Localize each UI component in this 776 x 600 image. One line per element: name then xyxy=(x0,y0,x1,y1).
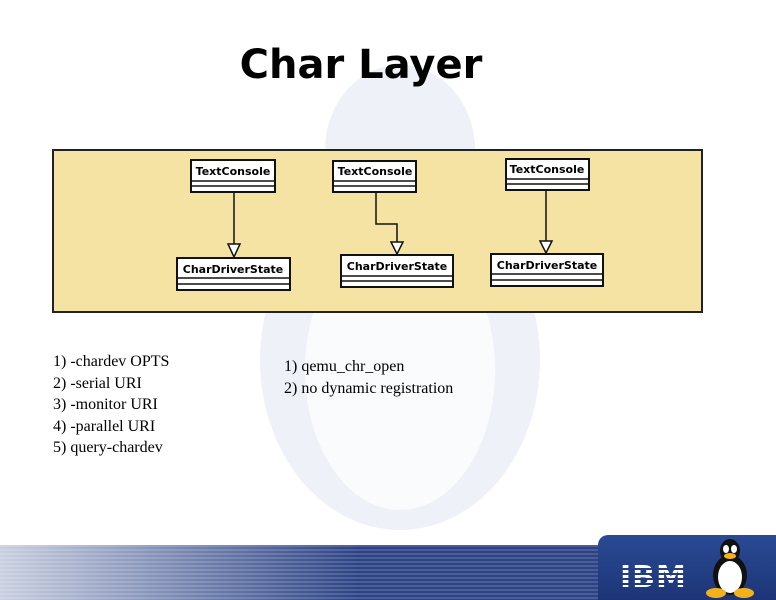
class-name: CharDriverState xyxy=(347,260,447,273)
class-name: TextConsole xyxy=(196,165,271,178)
list-item: 2) -serial URI xyxy=(53,374,142,392)
list-item: 1) -chardev OPTS xyxy=(53,353,170,370)
notes-list: 1) qemu_chr_open 2) no dynamic registrat… xyxy=(284,356,453,399)
tux-penguin-icon xyxy=(706,539,754,598)
list-item: 1) qemu_chr_open xyxy=(284,358,405,375)
list-item: 5) query-chardev xyxy=(53,439,163,456)
list-item: 3) -monitor URI xyxy=(53,396,158,413)
class-name: CharDriverState xyxy=(183,263,283,276)
uml-class-chardriverstate-2: CharDriverState xyxy=(340,254,454,288)
uml-class-textconsole-1: TextConsole xyxy=(190,159,276,193)
footer-fade xyxy=(0,545,600,600)
option-list: 1) -chardev OPTS 2) -serial URI 3) -moni… xyxy=(53,351,169,459)
ibm-logo: IBM xyxy=(620,560,687,595)
uml-class-textconsole-3: TextConsole xyxy=(505,158,590,191)
list-item: 4) -parallel URI xyxy=(53,417,156,435)
class-name: CharDriverState xyxy=(497,259,597,272)
list-item: 2) no dynamic registration xyxy=(284,379,454,397)
uml-class-textconsole-2: TextConsole xyxy=(332,160,417,193)
uml-class-chardriverstate-1: CharDriverState xyxy=(176,257,291,291)
uml-diagram: TextConsole CharDriverState TextConsole … xyxy=(52,149,703,313)
inheritance-arrow-3 xyxy=(538,190,554,255)
class-name: TextConsole xyxy=(510,163,585,176)
class-name: TextConsole xyxy=(338,165,413,178)
inheritance-arrow-1 xyxy=(226,192,242,259)
slide-title: Char Layer xyxy=(239,42,483,88)
uml-class-chardriverstate-3: CharDriverState xyxy=(490,253,604,287)
inheritance-arrow-2 xyxy=(375,192,405,256)
